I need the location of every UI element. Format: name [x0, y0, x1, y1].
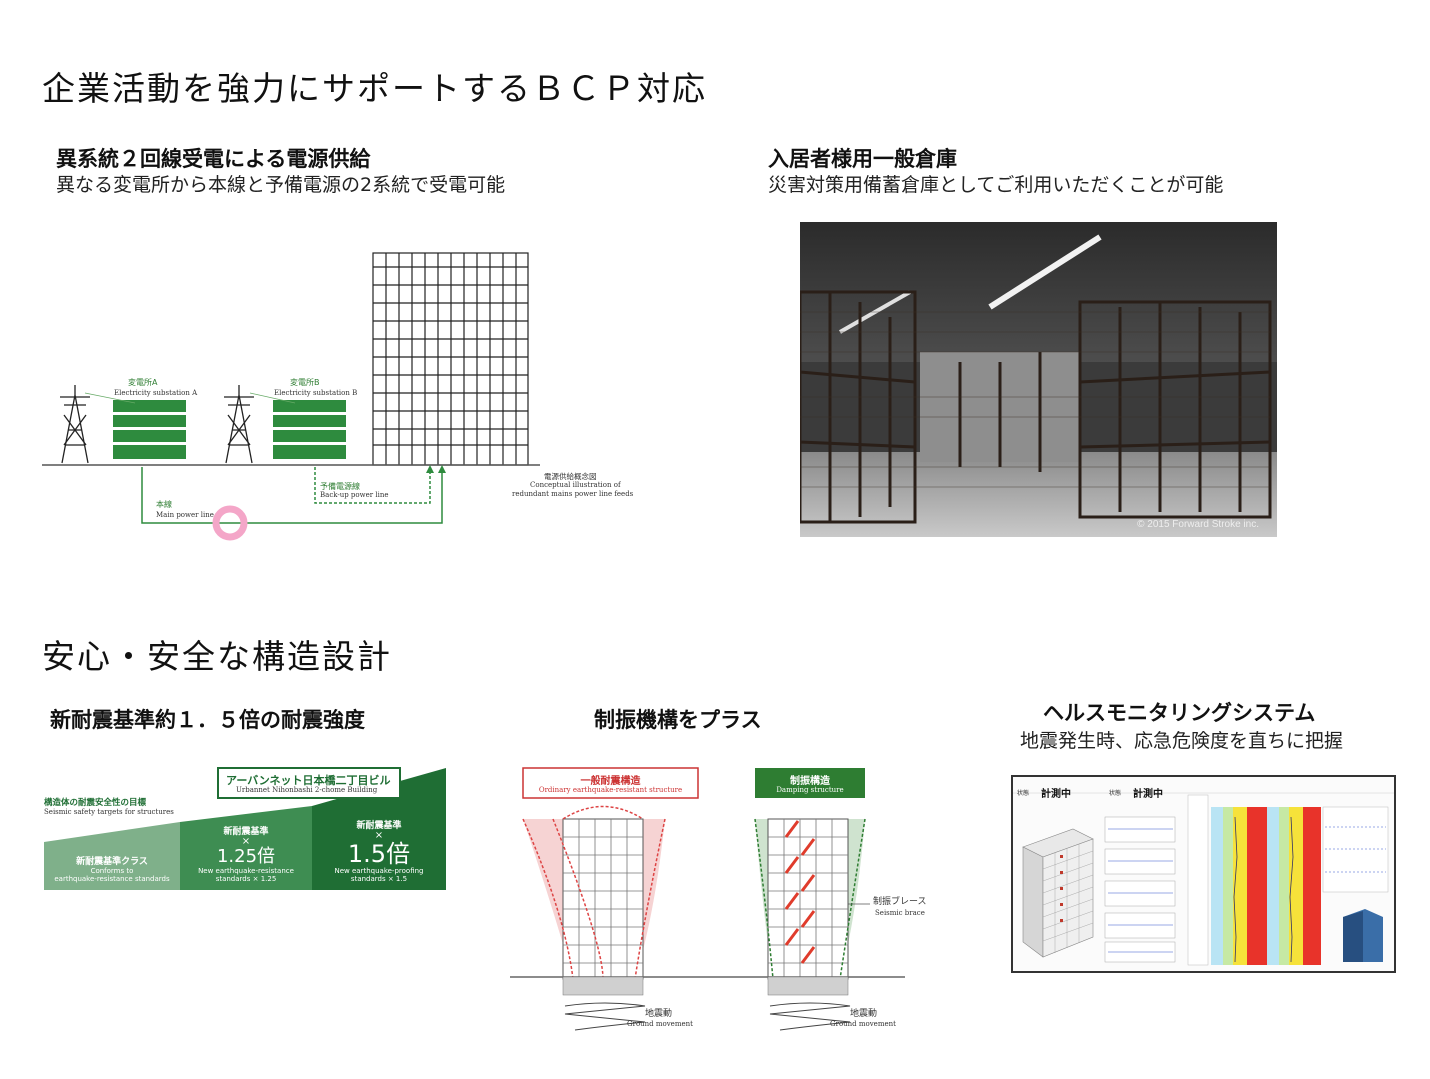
safety-target-label: 構造体の耐震安全性の目標: [44, 798, 147, 808]
health-title: ヘルスモニタリングシステム: [1043, 701, 1316, 725]
ground-wave-icon-2: [769, 1002, 851, 1031]
damping-diagram: 一般耐震構造 Ordinary earthquake-resistant str…: [505, 764, 945, 1039]
health-monitor-graphic: [1013, 777, 1394, 971]
level-125-en1: New earthquake-resistance: [198, 867, 294, 875]
damping-diagram-graphic: [510, 767, 905, 1031]
ordinary-label-en: Ordinary earthquake-resistant structure: [538, 786, 683, 794]
power-subtitle: 異なる変電所から本線と予備電源の2系統で受電可能: [56, 174, 506, 196]
substation-b-label: 変電所B: [290, 378, 320, 387]
ground-label-1: 地震動: [645, 1009, 673, 1019]
ground-label-1-en: Ground movement: [627, 1020, 693, 1028]
backup-line-label-en: Back-up power line: [320, 491, 389, 499]
damping-label: 制振構造: [790, 776, 830, 787]
storage-photo: © 2015 Forward Stroke inc.: [800, 222, 1277, 537]
photo-credit: © 2015 Forward Stroke inc.: [1137, 519, 1259, 530]
brace-label: 制振ブレース: [873, 897, 927, 907]
main-line-label-en: Main power line: [156, 511, 214, 519]
transmission-tower-a-icon: [60, 385, 90, 464]
backup-arrow-icon: [426, 465, 434, 473]
diagram-caption: 電源供給概念図: [544, 472, 597, 481]
level-standard: 新耐震基準クラス Conforms to earthquake-resistan…: [44, 854, 180, 883]
monitor-status-1: 計測中: [1041, 789, 1071, 800]
seismic-brace-icon: [784, 820, 816, 964]
power-title: 異系統２回線受電による電源供給: [56, 147, 371, 171]
ground-label-2: 地震動: [850, 1009, 878, 1019]
substation-a-label-en: Electricity substation A: [114, 389, 198, 397]
office-building-icon: [372, 252, 529, 466]
level-15-en2: standards × 1.5: [350, 875, 408, 883]
level-standard-label: 新耐震基準クラス: [76, 857, 148, 867]
level-125-times: ×: [241, 836, 251, 847]
level-15-en1: New earthquake-proofing: [334, 867, 424, 875]
storage-title: 入居者様用一般倉庫: [768, 147, 957, 171]
level-standard-en2: earthquake-resistance standards: [54, 875, 170, 883]
storage-subtitle: 災害対策用備蓄倉庫としてご利用いただくことが可能: [768, 174, 1224, 196]
section-title-bcp: 企業活動を強力にサポートするＢＣＰ対応: [42, 69, 707, 108]
seismic-strength-graphic: [44, 767, 446, 890]
substation-a-label: 変電所A: [128, 378, 158, 387]
damping-title: 制振機構をプラス: [594, 708, 762, 732]
storage-room-image: [800, 222, 1277, 537]
health-monitor-screen: 状態 計測中 状態 計測中: [1011, 775, 1396, 973]
level-125-label: 新耐震基準: [223, 827, 269, 837]
substation-b-icon: [273, 400, 346, 459]
building-name: アーバンネット日本橋二丁目ビル: [226, 774, 391, 787]
substation-a-icon: [113, 400, 186, 459]
monitor-status-label-2: 状態: [1109, 790, 1122, 797]
diagram-caption-en-1: Conceptual illustration of: [530, 481, 621, 489]
transmission-tower-b-icon: [224, 385, 254, 464]
building-name-en: Urbannet Nihonbashi 2-chome Building: [236, 786, 378, 794]
safety-target-label-en: Seismic safety targets for structures: [44, 808, 174, 816]
ground-wave-icon-1: [564, 1002, 646, 1031]
level-125-multiplier: 1.25倍: [216, 846, 276, 867]
level-standard-en1: Conforms to: [90, 867, 134, 875]
level-15-times: ×: [374, 830, 384, 841]
level-125: 新耐震基準 × 1.25倍 New earthquake-resistance …: [180, 824, 312, 883]
ground-label-2-en: Ground movement: [830, 1020, 896, 1028]
monitor-status-2: 計測中: [1133, 789, 1163, 800]
ordinary-label: 一般耐震構造: [580, 776, 641, 787]
level-15-label: 新耐震基準: [356, 821, 402, 831]
diagram-caption-en-2: redundant mains power line feeds: [512, 490, 634, 498]
damping-label-en: Damping structure: [776, 786, 844, 794]
main-power-line: [141, 467, 443, 524]
backup-power-line: [314, 467, 431, 504]
power-diagram-graphic: [42, 252, 540, 541]
power-diagram: 変電所A Electricity substation A 変電所B Elect…: [40, 245, 634, 555]
main-line-label: 本線: [156, 500, 172, 509]
backup-line-label: 予備電源線: [320, 482, 360, 491]
main-arrow-icon: [438, 465, 446, 473]
monitor-status-label-1: 状態: [1017, 790, 1030, 797]
substation-b-label-en: Electricity substation B: [274, 389, 358, 397]
level-15: 新耐震基準 × 1.5倍 New earthquake-proofing sta…: [312, 818, 446, 883]
level-125-en2: standards × 1.25: [215, 875, 277, 883]
section-title-structure: 安心・安全な構造設計: [42, 637, 392, 676]
level-15-multiplier: 1.5倍: [347, 840, 411, 868]
seismic-title: 新耐震基準約１．５倍の耐震強度: [50, 708, 365, 732]
seismic-strength-chart: アーバンネット日本橋二丁目ビル Urbannet Nihonbashi 2-ch…: [40, 764, 450, 894]
health-subtitle: 地震発生時、応急危険度を直ちに把握: [1020, 730, 1344, 752]
highlight-ring-icon: [212, 505, 248, 541]
brace-label-en: Seismic brace: [875, 909, 925, 917]
